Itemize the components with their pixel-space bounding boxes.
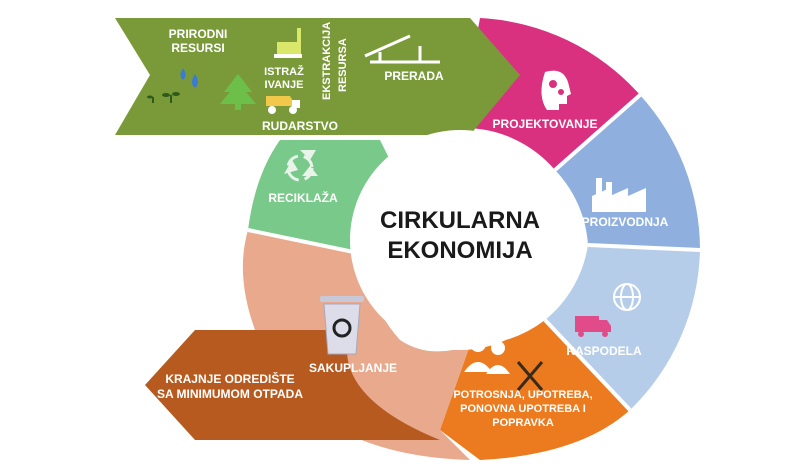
label-consumption-1: POTROSNJA, UPOTREBA,: [453, 389, 592, 401]
segment-distribution: [545, 245, 700, 410]
tree-icon: [220, 74, 256, 110]
label-exploration-2: IVANJE: [265, 79, 304, 91]
dump-truck-icon: [266, 96, 300, 114]
label-consumption-3: POPRAVKA: [492, 417, 554, 429]
label-production: PROIZVODNJA: [582, 215, 669, 229]
label-design: PROJEKTOVANJE: [493, 117, 598, 131]
globe-icon: [613, 283, 641, 311]
label-extraction-2: RESURSA: [337, 38, 349, 92]
gears-head-icon: [541, 70, 571, 110]
label-final-destination-1: KRAJNJE ODREDIŠTE: [165, 371, 294, 386]
label-recycling: RECIKLAŽA: [268, 190, 338, 205]
delivery-truck-icon: [575, 316, 611, 337]
people-icon: [464, 336, 510, 374]
center-title-line2: EKONOMIJA: [387, 237, 532, 264]
tools-icon: [516, 361, 544, 391]
label-final-destination-2: SA MINIMUMOM OTPADA: [157, 387, 303, 401]
output-arrow: [145, 330, 440, 440]
label-distribution: RASPODELA: [566, 344, 642, 358]
center-title-line1: CIRKULARNA: [380, 207, 540, 234]
label-exploration-1: ISTRAŽ: [264, 65, 304, 78]
center-circle: [350, 130, 570, 350]
label-mining: RUDARSTVO: [262, 119, 338, 133]
label-consumption-2: PONOVNA UPOTREBA I: [460, 403, 586, 415]
segment-production: [555, 95, 700, 250]
label-extraction-1: EKSTRAKCIJA: [321, 22, 333, 100]
segment-consumption: [440, 320, 630, 460]
label-natural-resources-1: PRIRODNI: [169, 27, 228, 41]
conveyor-icon: [364, 34, 440, 64]
trash-bin-icon: [320, 296, 364, 355]
label-collection: SAKUPLJANJE: [309, 361, 397, 375]
drill-rig-icon: [274, 28, 302, 58]
recycle-icon: [284, 150, 318, 182]
factory-icon: [592, 178, 646, 212]
label-processing: PRERADA: [384, 69, 444, 83]
sprout-icon: [147, 92, 180, 103]
label-natural-resources-2: RESURSI: [171, 41, 224, 55]
water-drops-icon: [180, 68, 198, 88]
